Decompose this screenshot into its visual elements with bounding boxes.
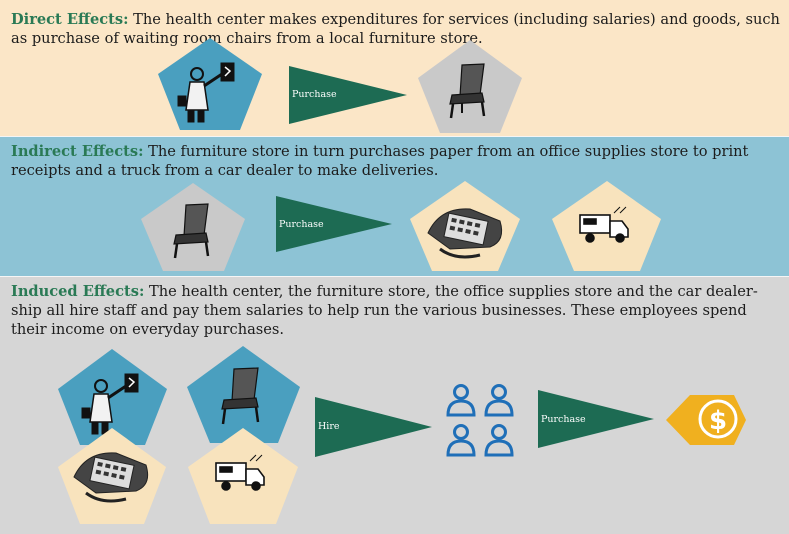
indirect-effects-diagram: Purchase	[141, 181, 661, 271]
purchase-arrow-label: Purchase	[541, 414, 586, 425]
direct-effects-body: The health center makes expenditures for…	[11, 11, 780, 47]
svg-text:$: $	[709, 406, 727, 436]
section-divider	[0, 276, 789, 277]
induced-effects-text: Induced Effects: The health center, the …	[11, 282, 781, 339]
calculator-icon	[410, 181, 520, 271]
doctor-icon	[158, 38, 262, 130]
direct-effects-heading: Direct Effects:	[11, 11, 129, 28]
people-icon	[446, 384, 514, 457]
dollar-coin-icon: $	[666, 395, 746, 445]
direct-effects-text: Direct Effects: The health center makes …	[11, 10, 781, 48]
purchase-arrow: Purchase	[289, 66, 407, 124]
calculator-icon	[58, 428, 166, 524]
section-divider	[0, 136, 789, 137]
hire-arrow: Hire	[315, 397, 432, 457]
indirect-effects-body: The furniture store in turn purchases pa…	[11, 143, 749, 179]
doctor-icon	[58, 349, 167, 445]
chair-icon	[418, 40, 522, 133]
direct-effects-diagram: Purchase	[158, 38, 522, 133]
induced-effects-section: Induced Effects: The health center, the …	[0, 277, 789, 534]
indirect-effects-text: Indirect Effects: The furniture store in…	[11, 142, 781, 180]
hire-arrow-label: Hire	[318, 421, 340, 432]
truck-icon	[552, 181, 661, 271]
purchase-arrow: Purchase	[538, 390, 654, 448]
induced-effects-heading: Induced Effects:	[11, 283, 145, 300]
purchase-arrow: Purchase	[276, 196, 392, 252]
chair-icon	[141, 183, 245, 271]
indirect-effects-section: Indirect Effects: The furniture store in…	[0, 137, 789, 276]
chair-icon	[187, 346, 300, 443]
truck-icon	[188, 428, 298, 524]
direct-effects-section: Direct Effects: The health center makes …	[0, 0, 789, 136]
induced-effects-body: The health center, the furniture store, …	[11, 283, 758, 338]
indirect-effects-heading: Indirect Effects:	[11, 143, 144, 160]
purchase-arrow-label: Purchase	[279, 219, 324, 230]
induced-effects-diagram: Hire Purchase $	[58, 346, 746, 524]
purchase-arrow-label: Purchase	[292, 89, 337, 100]
